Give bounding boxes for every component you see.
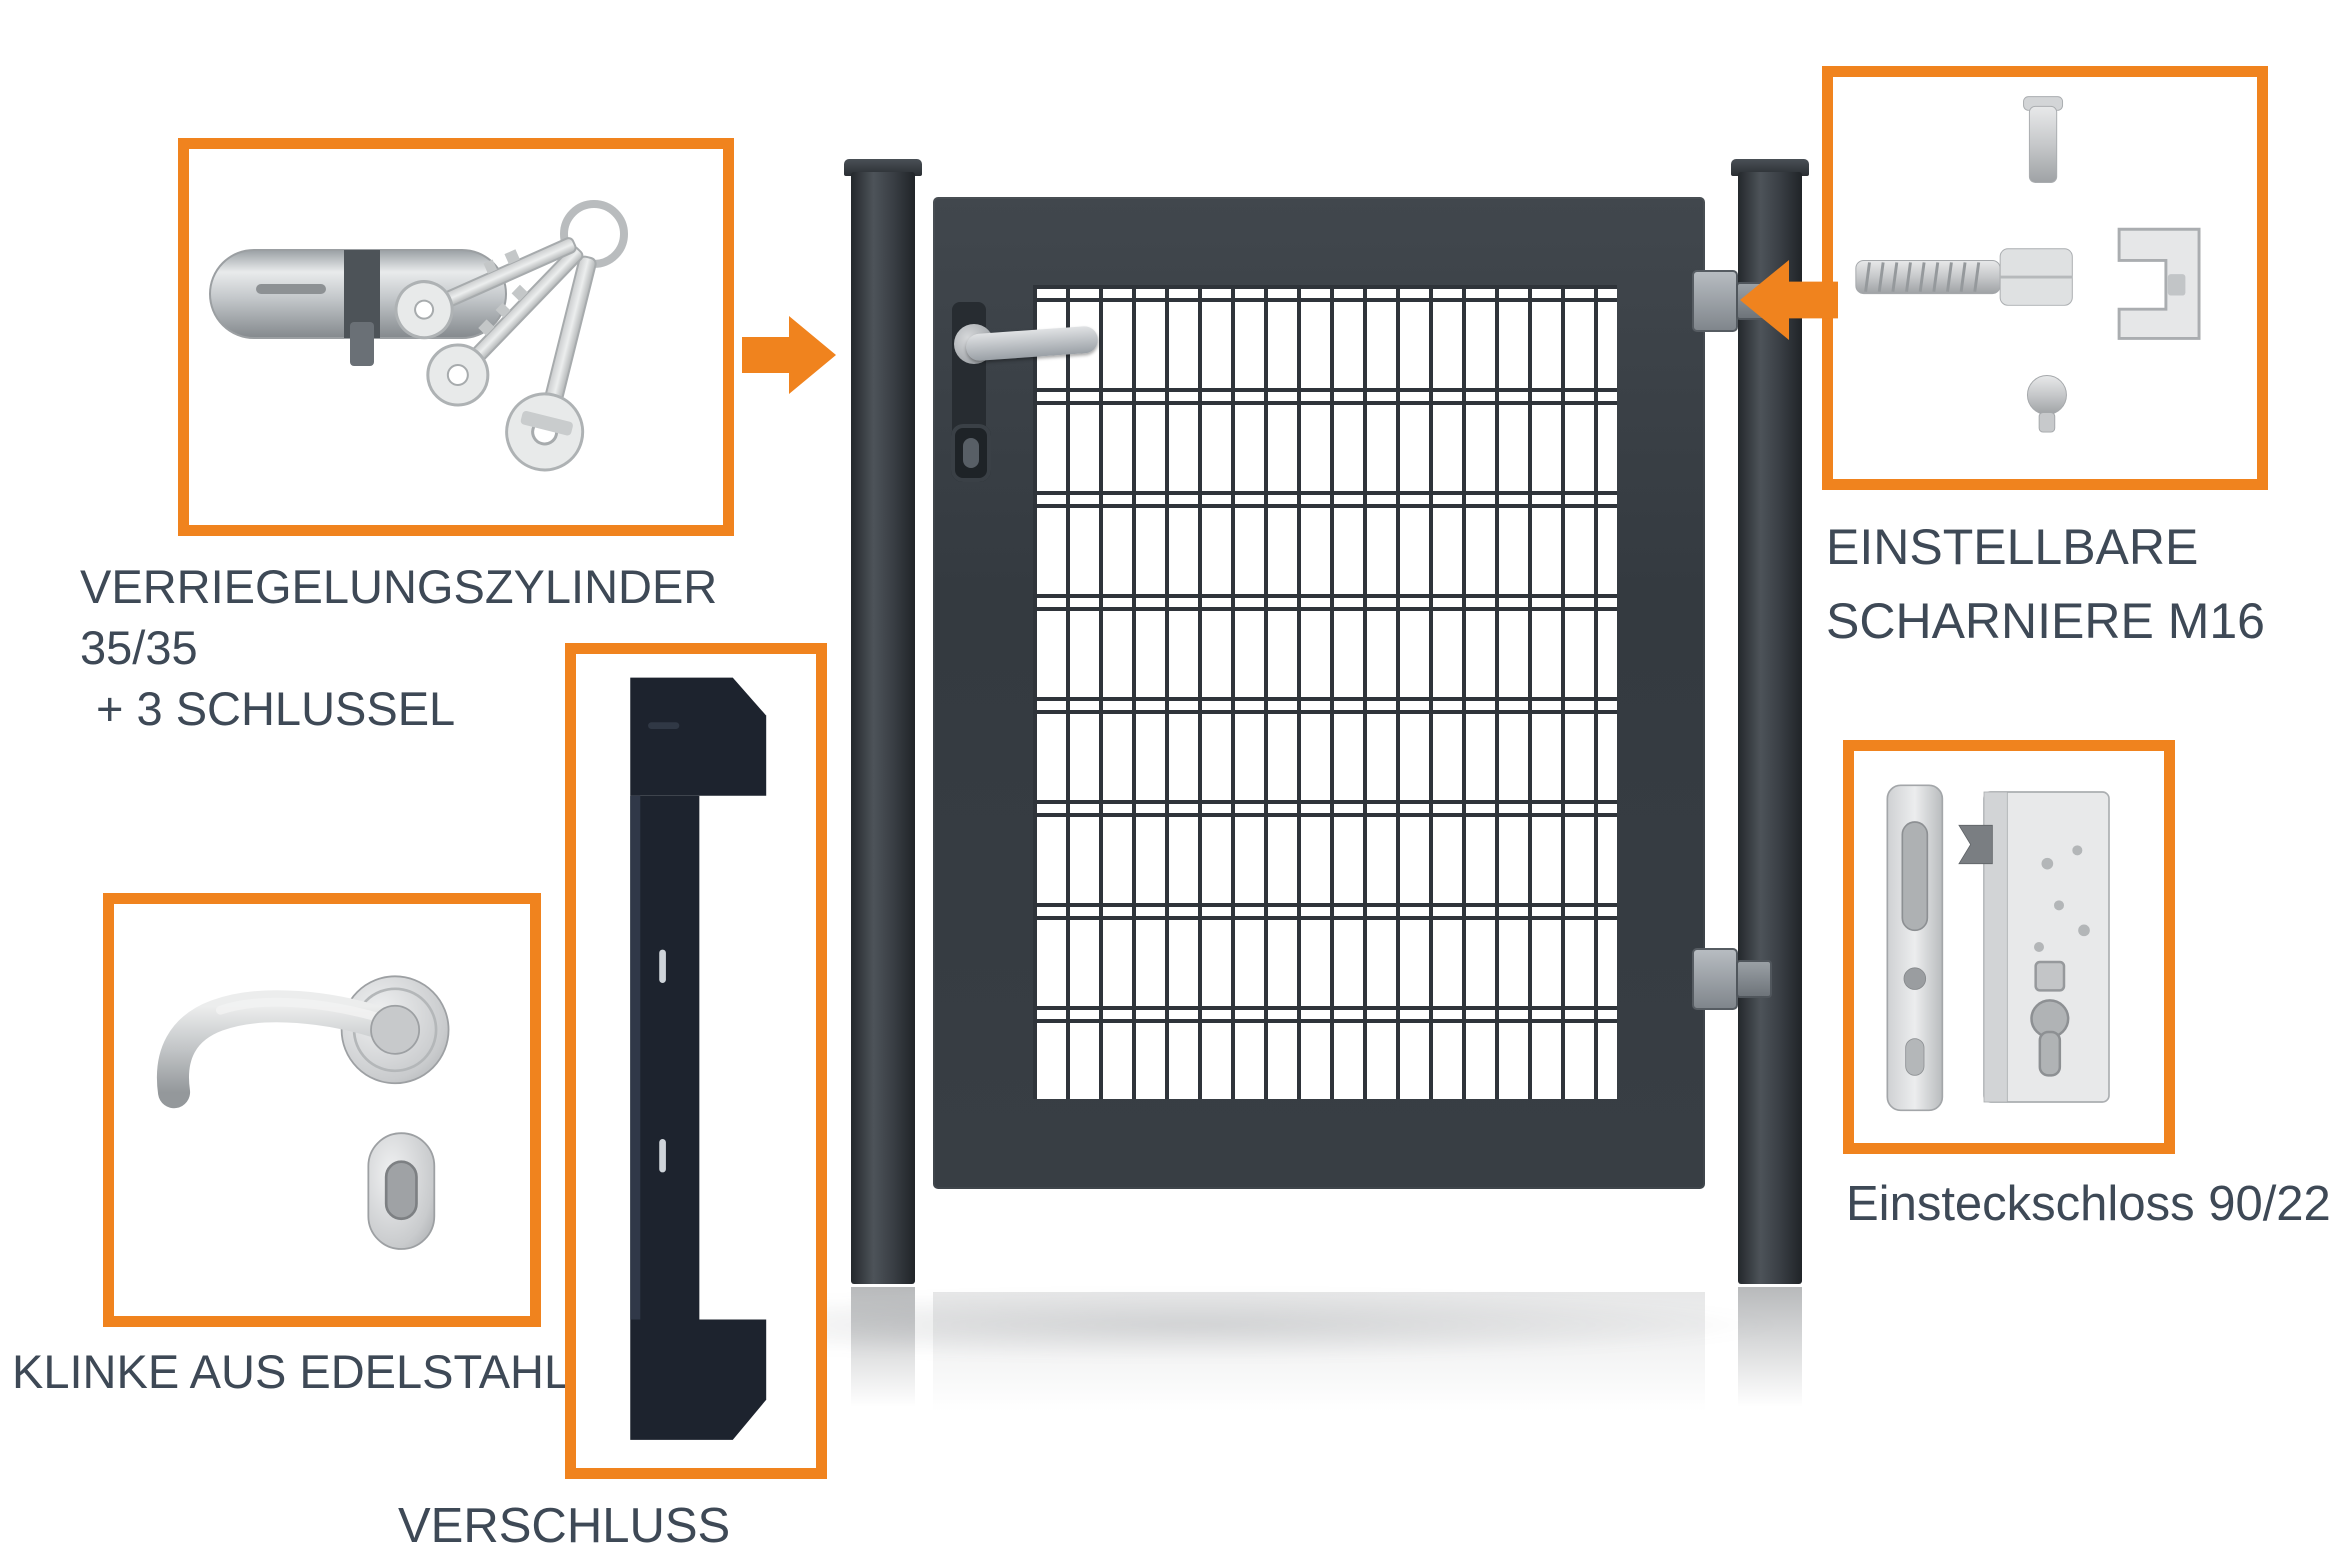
gate-hinge-bottom-bolt (1736, 960, 1772, 998)
hinge-callout-box (1822, 66, 2268, 490)
mortise-lock-image (1886, 784, 2110, 1112)
lever-handle-image (157, 975, 450, 1250)
cylinder-label: VERRIEGELUNGSZYLINDER 35/35 + 3 SCHLUSSE… (80, 556, 840, 739)
closure-strip-image (630, 677, 767, 1440)
left-post-reflection (851, 1287, 915, 1407)
arrow-right-icon (742, 316, 836, 394)
hinge-label-line1: EINSTELLBARE (1826, 519, 2199, 575)
hinge-label-line2: SCHARNIERE M16 (1826, 593, 2265, 649)
gate-left-post (851, 172, 915, 1284)
lock-cylinder-keys-image (209, 200, 628, 472)
gate-hinge-top (1692, 270, 1738, 332)
lock-callout-box (1843, 740, 2175, 1154)
cylinder-callout-box (178, 138, 734, 536)
gate-left-post-cap (844, 159, 922, 176)
lock-label: Einsteckschloss 90/22 (1846, 1177, 2331, 1231)
right-post-reflection (1738, 1287, 1802, 1407)
cylinder-label-line2: + 3 SCHLUSSEL (96, 682, 456, 735)
handle-label: KLINKE AUS EDELSTAHL (12, 1345, 571, 1398)
cylinder-label-line1: VERRIEGELUNGSZYLINDER 35/35 (80, 560, 718, 674)
hinge-parts-image (1855, 96, 2201, 433)
gate-reflection (933, 1292, 1705, 1412)
gate-cylinder-keyhole (963, 438, 979, 468)
handle-callout-box (103, 893, 541, 1327)
gate-mesh-panel (1033, 285, 1617, 1099)
gate-hinge-bottom (1692, 948, 1738, 1010)
latch-callout-box (565, 643, 827, 1479)
latch-label: VERSCHLUSS (398, 1499, 731, 1553)
gate-right-post-cap (1731, 159, 1809, 176)
gate-right-post (1738, 172, 1802, 1284)
hinge-label: EINSTELLBARE SCHARNIERE M16 (1826, 510, 2326, 658)
